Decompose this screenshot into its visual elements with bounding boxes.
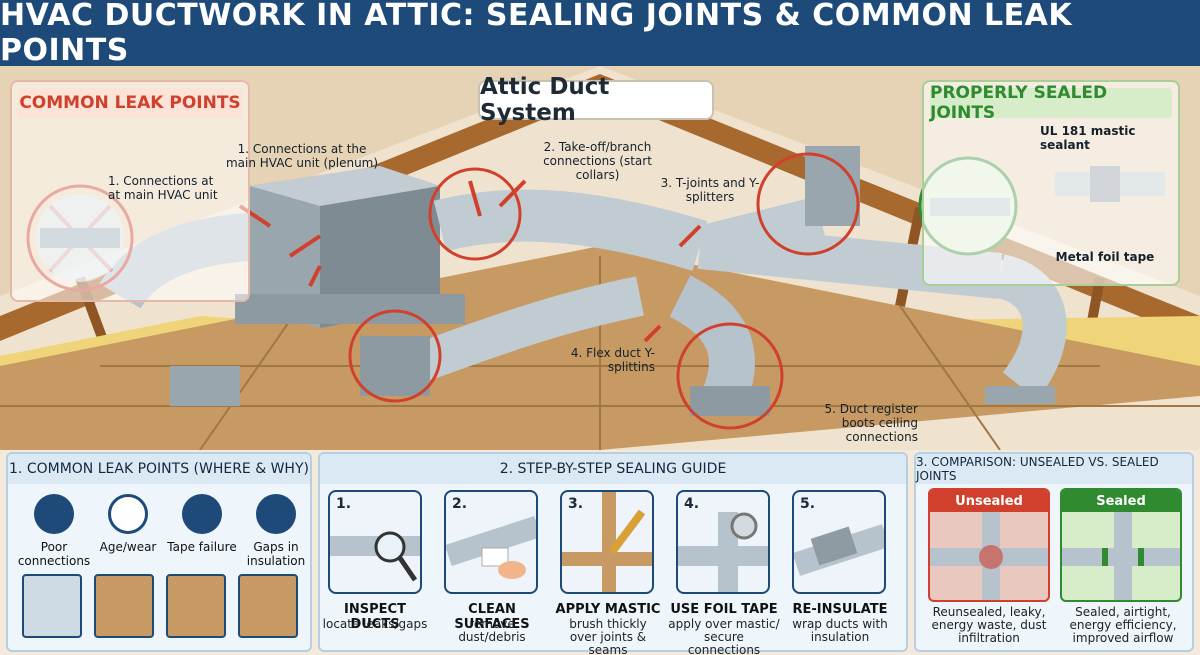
cause-label-poor-connections: Poor connections	[17, 540, 91, 568]
step-number: 4.	[684, 496, 700, 512]
callout-takeoff: 2. Take-off/branch connections (start co…	[543, 140, 652, 182]
step-title-foil: USE FOIL TAPE	[670, 602, 778, 617]
step-title-reinsulate: RE-INSULATE	[792, 602, 888, 617]
tape-roll-icon	[182, 494, 222, 534]
step-title-clean: CLEAN SURFACES	[454, 602, 530, 632]
callout-tjoints: 3. T-joints and Y-splitters	[660, 176, 760, 204]
insulation-icon	[794, 524, 884, 576]
step-number: 3.	[568, 496, 584, 512]
sealing-steps-panel: 2. STEP-BY-STEP SEALING GUIDE 1. 2. 3. 4…	[318, 452, 908, 655]
step-number: 2.	[452, 496, 468, 512]
gap-icon	[256, 494, 296, 534]
leak-causes-panel: 1. COMMON LEAK POINTS (WHERE & WHY) Poor…	[6, 452, 312, 652]
foil-tape-label: Metal foil tape	[1055, 250, 1155, 264]
unsealed-joint-illustration	[930, 512, 1048, 600]
tape-icon	[678, 512, 768, 592]
mini-gaps	[238, 574, 298, 638]
step-desc-foil: apply over mastic/ secure connections	[668, 617, 780, 655]
step-number: 1.	[336, 496, 352, 512]
callout-flex: 4. Flex duct Y-splittins	[570, 346, 655, 374]
step-card-2: 2.	[444, 490, 538, 594]
leak-causes-title: 1. COMMON LEAK POINTS (WHERE & WHY)	[8, 454, 310, 484]
page-title: HVAC DUCTWORK IN ATTIC: SEALING JOINTS &…	[0, 0, 1073, 68]
comparison-title: 3. COMPARISON: UNSEALED VS. SEALED JOINT…	[916, 454, 1192, 484]
step-card-1: 1.	[328, 490, 422, 594]
sealed-head: Sealed	[1062, 490, 1180, 512]
cause-label-gaps-insulation: Gaps in insulation	[246, 540, 306, 568]
clock-icon	[108, 494, 148, 534]
cause-label-tape-failure: Tape failure	[167, 540, 237, 554]
step-card-3: 3.	[560, 490, 654, 594]
unsealed-desc: Reunsealed, leaky, energy waste, dust in…	[931, 605, 1047, 645]
mini-age-wear	[94, 574, 154, 638]
cause-label-age-wear: Age/wear	[99, 540, 157, 554]
unsealed-head: Unsealed	[930, 490, 1048, 512]
sealed-desc: Sealed, airtight, energy efficiency, imp…	[1069, 605, 1177, 645]
attic-scene: COMMON LEAK POINTS 1. Connections at at …	[0, 66, 1200, 450]
sealed-joint-illustration	[1062, 512, 1180, 600]
mastic-label: UL 181 mastic sealant	[1040, 124, 1136, 152]
connections-icon	[34, 494, 74, 534]
comparison-panel: 3. COMPARISON: UNSEALED VS. SEALED JOINT…	[914, 452, 1194, 652]
cloth-icon	[446, 516, 536, 579]
sealed-card: Sealed	[1060, 488, 1182, 602]
step-desc-inspect: locate leaks/gaps	[322, 617, 428, 631]
common-leak-points-title: COMMON LEAK POINTS	[18, 88, 242, 118]
sealing-steps-title: 2. STEP-BY-STEP SEALING GUIDE	[320, 454, 906, 484]
callout-plenum: 1. Connections at the main HVAC unit (pl…	[225, 142, 379, 170]
step-card-4: 4.	[676, 490, 770, 594]
title-bar: HVAC DUCTWORK IN ATTIC: SEALING JOINTS &…	[0, 0, 1200, 68]
attic-duct-system-label: Attic Duct System	[478, 74, 714, 126]
mini-tape-failure	[166, 574, 226, 638]
step-card-5: 5.	[792, 490, 886, 594]
step-title-mastic: APPLY MASTIC	[555, 602, 661, 617]
mini-poor-connections	[22, 574, 82, 638]
unsealed-card: Unsealed	[928, 488, 1050, 602]
step-desc-reinsulate: wrap ducts with insulation	[792, 617, 888, 644]
callout-boots: 5. Duct register boots ceiling connectio…	[824, 402, 918, 444]
step-number: 5.	[800, 496, 816, 512]
brush-icon	[562, 492, 652, 592]
inset-leak-label: 1. Connections at at main HVAC unit	[108, 174, 218, 202]
magnifier-icon	[330, 531, 420, 582]
step-title-inspect: INSPECT DUCTS	[344, 602, 406, 632]
step-desc-mastic: brush thickly over joints & seams	[569, 617, 647, 655]
sealed-joints-title: PROPERLY SEALED JOINTS	[930, 83, 1172, 123]
step-desc-clean: remove dust/debris	[458, 617, 526, 644]
